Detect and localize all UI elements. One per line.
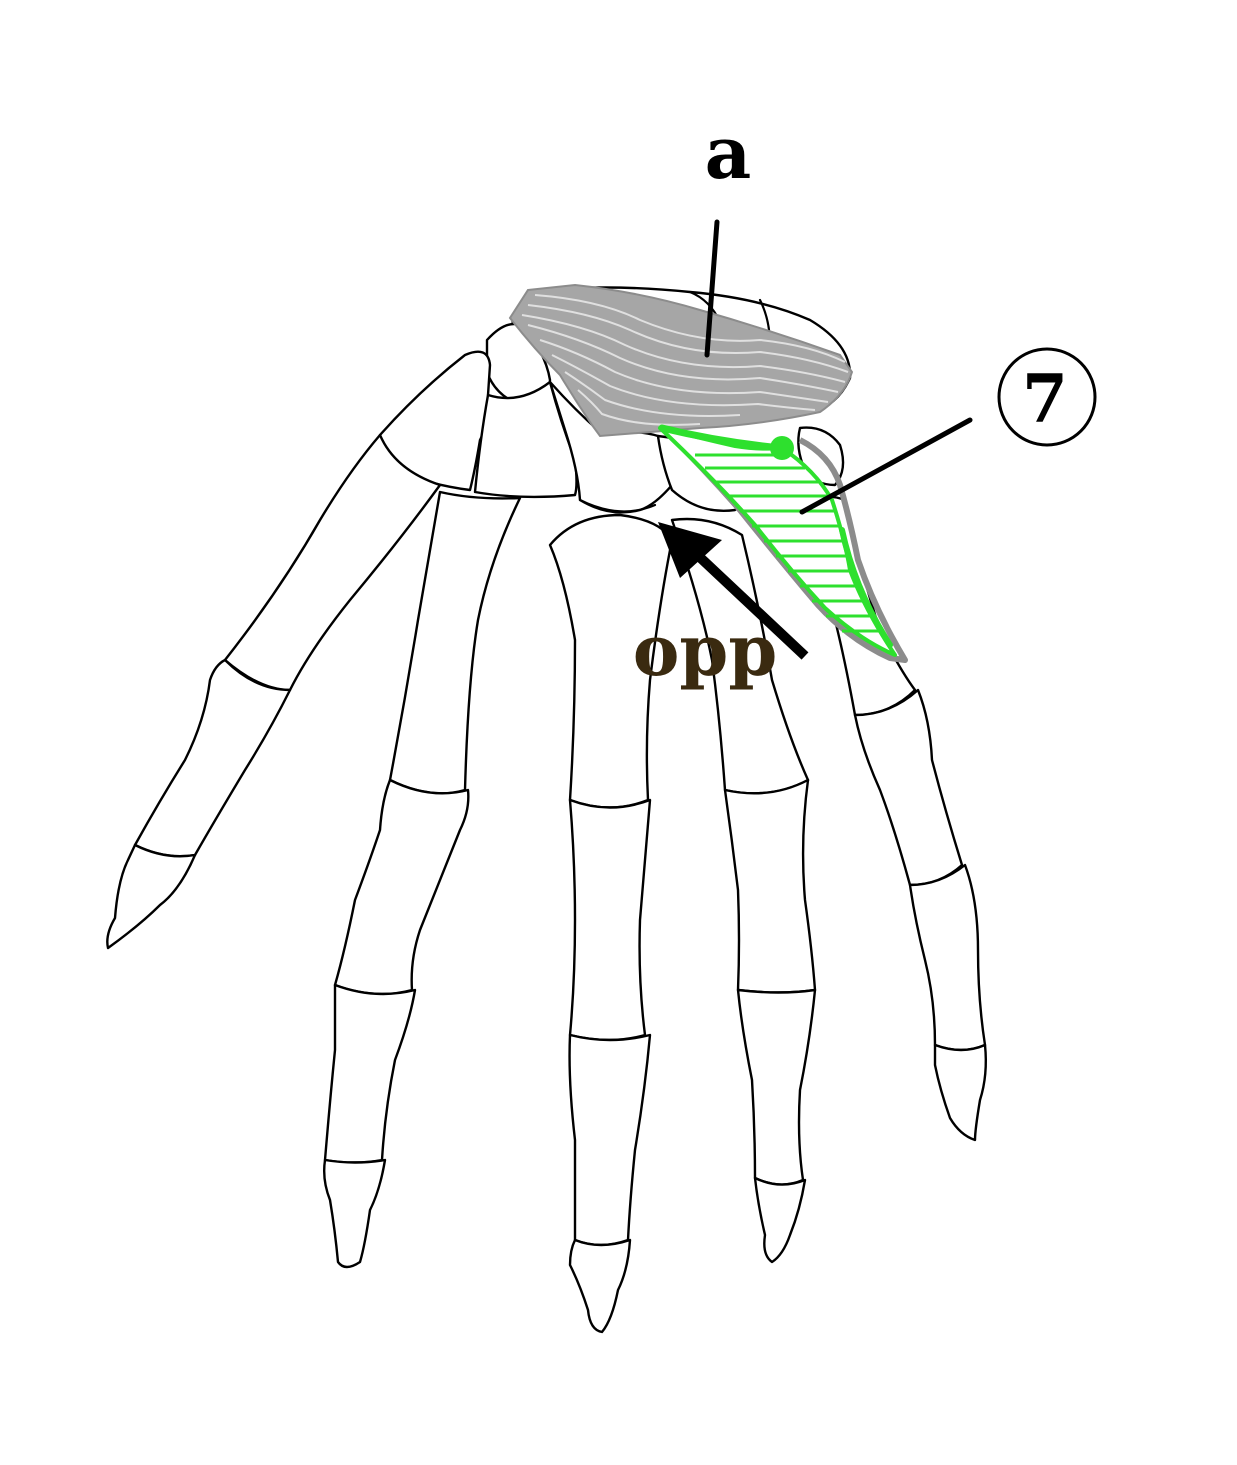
ligament-a-shape [508,283,854,438]
thumb-distal-phalanx [106,843,197,950]
pointer-line-a [704,219,720,358]
index-middle-phalanx [323,983,417,1164]
index-distal-phalanx [322,1158,387,1269]
index-finger-phalanges [322,778,470,1269]
middle-finger-phalanges [568,798,652,1334]
label-a: a [705,110,752,195]
middle-proximal-phalanx [568,798,652,1042]
ring-distal-phalanx [753,1176,807,1264]
carpal-capitate [473,380,578,499]
ligament-a-fiber-lines [521,294,849,426]
carpal-joint-line-3 [578,498,657,513]
little-middle-phalanx [908,863,987,1052]
ring-proximal-phalanx [723,778,817,994]
label-7: 7 [1022,360,1068,438]
ring-finger-phalanges [723,778,817,1264]
muscle-7-opponens [658,424,908,663]
arrow-opp-head [658,522,722,578]
little-finger-phalanges [853,688,988,1142]
little-proximal-phalanx [853,688,964,887]
ring-middle-phalanx [736,988,817,1186]
label-pointers [658,219,973,660]
muscle-7-origin-line [658,424,786,452]
middle-middle-phalanx [568,1033,652,1247]
little-distal-phalanx [933,1043,988,1142]
pointer-line-7 [799,417,973,515]
thumb-proximal-phalanx [133,658,292,858]
metacarpal-thumb [223,433,442,692]
label-7-circle [997,347,1097,447]
metacarpal-index [388,490,522,795]
thumb-phalanges [106,658,292,950]
muscle-7-edge-highlight [839,527,893,648]
ligament-a-band [508,283,854,438]
label-opp: opp [633,609,778,692]
middle-distal-phalanx [568,1238,632,1334]
index-proximal-phalanx [333,778,470,996]
muscle-7-hatch-lines [695,453,884,633]
metacarpal-middle [548,513,674,809]
arrow-opp-shaft [686,544,809,660]
labels: a 7 opp [633,110,1097,692]
muscle-7-origin-dot [770,436,794,460]
